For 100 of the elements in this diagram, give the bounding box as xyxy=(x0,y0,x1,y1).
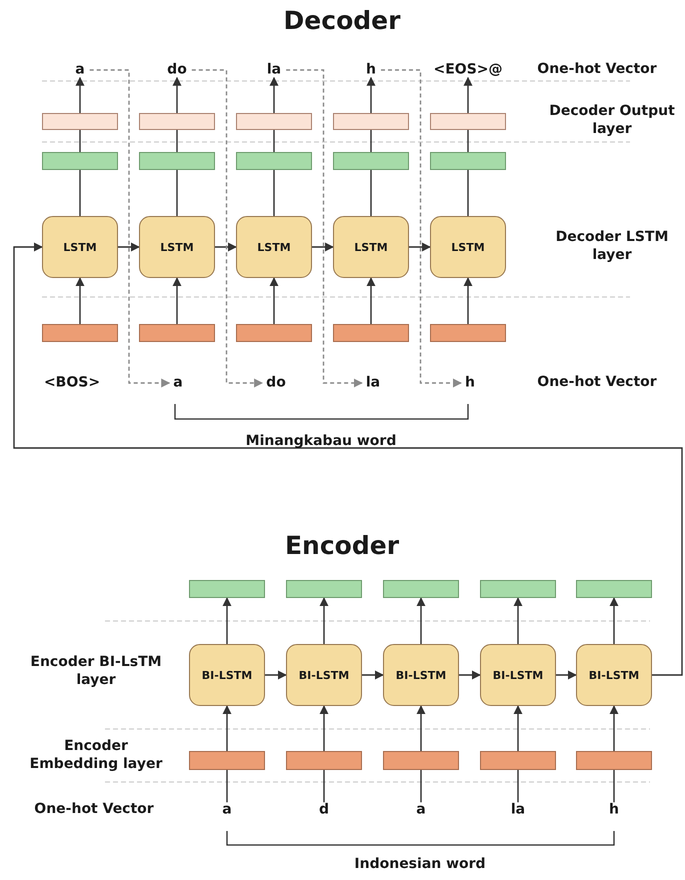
token-text: la xyxy=(266,62,282,78)
connector-line xyxy=(273,130,275,152)
arrow xyxy=(409,242,431,252)
cell-label: BI-LSTM xyxy=(298,668,350,682)
token-text: do xyxy=(266,375,286,391)
arrow xyxy=(464,277,472,324)
dense-layer-box xyxy=(286,580,362,598)
connector-line xyxy=(273,170,275,216)
row-label: Encoder Embedding layer xyxy=(28,738,164,773)
token-text: <BOS> xyxy=(44,375,100,391)
connector-line xyxy=(323,770,325,802)
token-text: la xyxy=(366,375,380,391)
lstm-cell-box xyxy=(576,644,652,706)
embedding-layer-box xyxy=(333,324,409,342)
dense-layer-box xyxy=(383,580,459,598)
embedding-layer-box xyxy=(139,324,215,342)
connector-line xyxy=(420,770,422,802)
arrow xyxy=(416,597,426,644)
dashed-arrow xyxy=(286,69,363,388)
section-title: Encoder xyxy=(284,530,400,562)
connector-line xyxy=(226,770,228,802)
dense-layer-box xyxy=(189,580,265,598)
connector-line xyxy=(467,130,469,152)
row-label: One-hot Vector xyxy=(537,61,657,78)
arrow xyxy=(76,76,84,113)
cell-label: LSTM xyxy=(257,240,291,254)
token-text: h xyxy=(465,375,475,391)
output-layer-box xyxy=(139,113,215,130)
lstm-cell-box xyxy=(383,644,459,706)
connector-line xyxy=(176,130,178,152)
arrow xyxy=(464,76,472,113)
token-text: a xyxy=(222,802,232,818)
embedding-layer-box xyxy=(480,751,556,770)
arrow xyxy=(610,705,618,751)
arrow xyxy=(76,277,84,324)
connector-line xyxy=(467,170,469,216)
arrow xyxy=(366,76,376,113)
arrow xyxy=(556,670,577,680)
output-layer-box xyxy=(430,113,506,130)
arrow xyxy=(172,76,182,113)
embedding-layer-box xyxy=(42,324,118,342)
cell-label: BI-LSTM xyxy=(492,668,544,682)
embedding-layer-box xyxy=(189,751,265,770)
connector-line xyxy=(370,130,372,152)
arrow xyxy=(459,670,481,680)
arrow xyxy=(416,705,426,751)
token-text: h xyxy=(609,802,619,818)
cell-label: BI-LSTM xyxy=(202,668,252,682)
lstm-cell-box xyxy=(480,644,556,706)
lstm-cell-box xyxy=(333,216,409,278)
arrow xyxy=(362,670,384,680)
connector-line xyxy=(370,170,372,216)
bracket-label: Indonesian word xyxy=(354,856,486,874)
arrow xyxy=(215,242,237,252)
output-layer-box xyxy=(333,113,409,130)
arrow xyxy=(118,242,140,252)
cell-label: LSTM xyxy=(354,240,388,254)
row-label: Decoder LSTM layer xyxy=(554,229,670,264)
arrow xyxy=(13,242,683,676)
arrow xyxy=(270,277,278,324)
row-label: Decoder Output layer xyxy=(548,103,676,138)
connector-line xyxy=(79,130,81,152)
dashed-arrow xyxy=(90,69,170,388)
output-layer-box xyxy=(236,113,312,130)
row-label: One-hot Vector xyxy=(34,801,154,818)
connector-line xyxy=(613,770,615,802)
dense-layer-box xyxy=(576,580,652,598)
token-text: a xyxy=(75,62,85,78)
dashed-arrow xyxy=(192,69,264,388)
arrow xyxy=(312,242,334,252)
connector-line xyxy=(176,170,178,216)
lstm-cell-box xyxy=(236,216,312,278)
connector-line xyxy=(79,170,81,216)
row-label: Encoder BI-LsTM layer xyxy=(29,654,163,689)
arrow xyxy=(320,705,328,751)
arrow xyxy=(514,705,522,751)
token-text: a xyxy=(173,375,183,391)
embedding-layer-box xyxy=(286,751,362,770)
embedding-layer-box xyxy=(430,324,506,342)
embedding-layer-box xyxy=(236,324,312,342)
dense-layer-box xyxy=(333,152,409,170)
arrow xyxy=(265,670,287,680)
dense-layer-box xyxy=(430,152,506,170)
lstm-cell-box xyxy=(42,216,118,278)
lstm-cell-box xyxy=(139,216,215,278)
dense-layer-box xyxy=(139,152,215,170)
token-text: la xyxy=(510,802,526,818)
token-text: d xyxy=(318,802,330,818)
cell-label: BI-LSTM xyxy=(396,668,446,682)
row-label: One-hot Vector xyxy=(537,374,657,392)
cell-label: LSTM xyxy=(451,240,485,254)
arrow xyxy=(514,597,522,644)
connector-line xyxy=(517,770,519,802)
embedding-layer-box xyxy=(576,751,652,770)
embedding-layer-box xyxy=(383,751,459,770)
cell-label: LSTM xyxy=(160,240,194,254)
arrow xyxy=(172,277,182,324)
arrow xyxy=(270,76,278,113)
token-text: do xyxy=(167,62,187,78)
lstm-cell-box xyxy=(286,644,362,706)
